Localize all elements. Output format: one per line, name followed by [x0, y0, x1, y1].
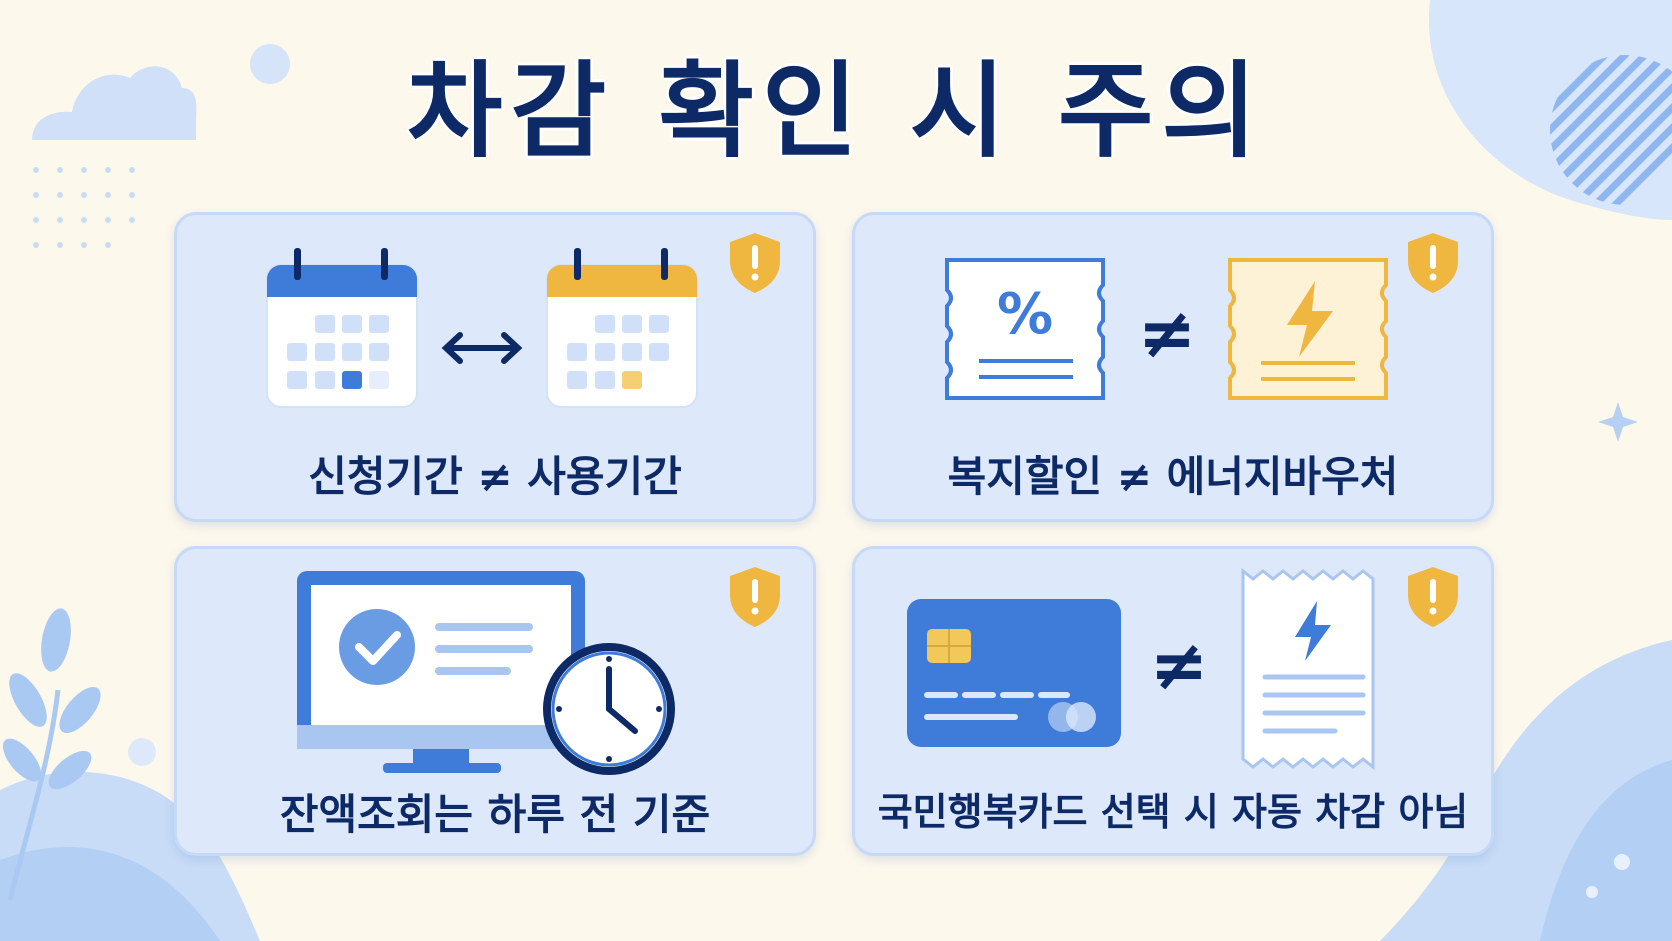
card-label: 신청기간 ≠ 사용기간	[308, 452, 682, 501]
warning-shield-icon	[730, 567, 780, 627]
card-receipt-icon: ≠	[907, 567, 1375, 771]
svg-text:≠: ≠	[1150, 624, 1209, 706]
card-auto-deduction: ≠ 국민행복카드 선택 시 자동 차감 아님	[852, 546, 1494, 856]
card-balance: 잔액조회는 하루 전 기준	[174, 546, 816, 856]
card-label: 잔액조회는 하루 전 기준	[279, 790, 711, 839]
coupon-compare-icon: % ≠	[945, 258, 1388, 400]
card-label: 국민행복카드 선택 시 자동 차감 아님	[877, 790, 1469, 834]
warning-shield-icon	[730, 233, 780, 293]
monitor-clock-icon	[297, 571, 675, 775]
card-discount: % ≠ 복지할인 ≠ 에너지바우처	[852, 212, 1494, 522]
page-title: 차감 확인 시 주의	[406, 50, 1266, 172]
card-period: 신청기간 ≠ 사용기간	[174, 212, 816, 522]
warning-shield-icon	[1408, 233, 1458, 293]
card-label: 복지할인 ≠ 에너지바우처	[947, 452, 1399, 501]
svg-text:%: %	[997, 282, 1053, 347]
warning-shield-icon	[1408, 567, 1458, 627]
calendar-compare-icon	[266, 248, 698, 408]
svg-text:≠: ≠	[1138, 292, 1197, 374]
